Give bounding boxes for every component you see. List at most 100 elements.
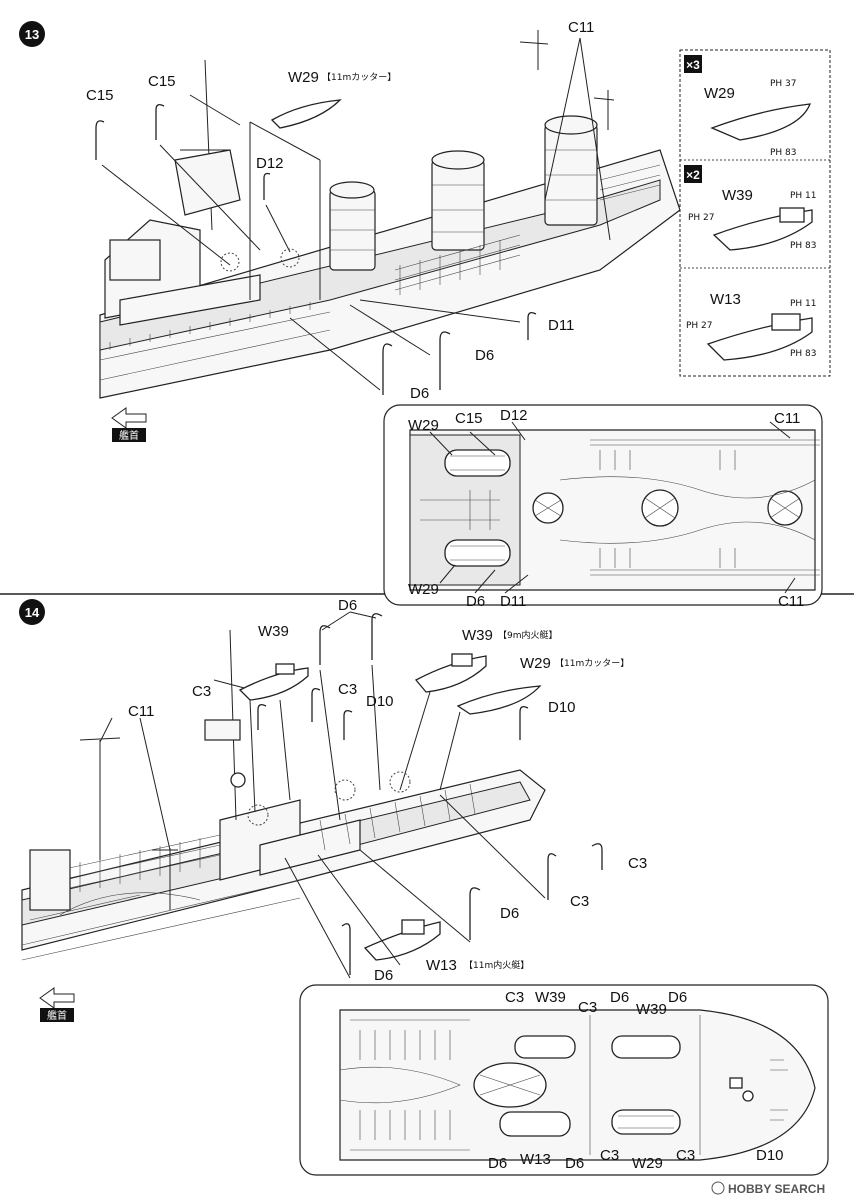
d6-davit-mid (469, 887, 481, 940)
inset-ref-w39-b: PH 27 (688, 213, 715, 223)
c3-davit-d (547, 853, 557, 900)
mult-badge-w39 (684, 165, 702, 183)
label14-w29-note: 【11mカッター】 (555, 658, 629, 669)
c3-davit-c (591, 843, 603, 870)
plan13-d6: D6 (466, 593, 485, 610)
label14-w39-left: W39 (258, 623, 289, 640)
mult-badge-w29 (684, 55, 702, 73)
w29-cutter (270, 99, 342, 129)
label14-c3-a: C3 (192, 683, 211, 700)
label14-d6-mid: D6 (500, 905, 519, 922)
bow-arrow-13-icon (111, 407, 147, 429)
inset-name-w13: W13 (710, 291, 741, 308)
inset-ref-w13-c: PH 83 (790, 349, 817, 359)
inset-ref-w29-a: PH 37 (770, 79, 797, 89)
label-d11: D11 (548, 317, 574, 334)
label-w29: W29 (288, 69, 319, 86)
label-w29-note: 【11mカッター】 (322, 72, 396, 83)
label14-c3-c: C3 (628, 855, 647, 872)
ship-hull-14 (21, 629, 546, 961)
label14-d6-bottom: D6 (374, 967, 393, 984)
label14-w13-note: 【11m内火艇】 (464, 959, 529, 971)
boat-detail-inset: ×3 W29 PH 37 PH 83 ×2 W39 PH 11 PH 27 PH… (679, 49, 831, 377)
plan14-w39-a: W39 (535, 989, 566, 1006)
plan13-d12: D12 (500, 407, 528, 424)
label-d12: D12 (256, 155, 284, 172)
plan13-w29-top: W29 (408, 417, 439, 434)
step-14-number: 14 (25, 605, 40, 620)
plan14-d6-b: D6 (668, 989, 687, 1006)
bow-tag-13 (112, 428, 146, 442)
bow-tag-14 (40, 1008, 74, 1022)
d6-davit-a (382, 343, 393, 395)
label14-w39-note: 【9m内火艇】 (498, 629, 558, 641)
plan14-d6-a: D6 (610, 989, 629, 1006)
plan-view-13 (383, 404, 823, 606)
label14-d10-b: D10 (548, 699, 576, 716)
label-c11: C11 (568, 19, 594, 36)
parts-13 (95, 30, 615, 395)
plan-view-14 (299, 984, 829, 1176)
bow-label-14: 艦首 (47, 1009, 67, 1022)
label14-c3-d: C3 (570, 893, 589, 910)
step-14-badge (19, 599, 45, 625)
plan14-c3-b: C3 (578, 999, 597, 1016)
label-c15-left: C15 (86, 87, 114, 104)
bow-arrow-14-icon (39, 987, 75, 1009)
label14-w29: W29 (520, 655, 551, 672)
funnel-2 (431, 150, 485, 251)
label14-w39-right: W39 (462, 627, 493, 644)
plan13-d11: D11 (500, 593, 526, 610)
inset-name-w39: W39 (722, 187, 753, 204)
label14-c3-b: C3 (338, 681, 357, 698)
step-14: 14 (19, 597, 829, 1176)
d6-davit-top-a (319, 625, 331, 665)
label14-w13: W13 (426, 957, 457, 974)
c15-davit-left (95, 120, 105, 160)
watermark-logo-icon (711, 1181, 725, 1195)
watermark-text: HOBBY SEARCH (728, 1182, 825, 1196)
plan14-d10: D10 (756, 1147, 784, 1164)
d10-part-b (519, 706, 529, 740)
inset-ref-w13-a: PH 11 (790, 299, 817, 309)
watermark: HOBBY SEARCH (711, 1181, 825, 1196)
plan13-c15: C15 (455, 410, 483, 427)
funnel-3 (544, 115, 598, 226)
funnel-1 (329, 181, 376, 271)
inset-name-w29: W29 (704, 85, 735, 102)
d10-part-a (343, 710, 353, 740)
ship-hull-13 (99, 59, 681, 399)
label14-d6-top: D6 (338, 597, 357, 614)
label-c15-right: C15 (148, 73, 176, 90)
plan14-c3-d: C3 (676, 1147, 695, 1164)
w39-boat-left (238, 667, 309, 701)
plan14-w39-b: W39 (636, 1001, 667, 1018)
bow-label-13: 艦首 (119, 429, 139, 442)
c3-davit-b (311, 688, 321, 722)
plan13-w29-bottom: W29 (408, 581, 439, 598)
label-d6-a: D6 (475, 347, 494, 364)
w29-cutter-14 (456, 685, 542, 715)
label-d6-b: D6 (410, 385, 429, 402)
plan14-c3-c: C3 (600, 1147, 619, 1164)
step-13-number: 13 (25, 27, 39, 42)
parts-14 (79, 611, 603, 979)
step-13: 13 (19, 19, 831, 610)
plan14-d6-d: D6 (565, 1155, 584, 1172)
d6-davit-top-b (371, 613, 383, 660)
plan14-w13: W13 (520, 1151, 551, 1168)
plan14-d6-c: D6 (488, 1155, 507, 1172)
mult-w39: ×2 (686, 168, 700, 182)
label14-c11: C11 (128, 703, 154, 720)
plan13-c11-top: C11 (774, 410, 800, 427)
mult-w29: ×3 (686, 58, 700, 72)
inset-ref-w39-c: PH 83 (790, 241, 817, 251)
d12-part (263, 172, 271, 200)
step-13-badge (19, 21, 45, 47)
plan14-c3-a: C3 (505, 989, 524, 1006)
w39-boat-right (414, 655, 487, 693)
inset-w29-boat (710, 103, 811, 141)
label14-d10: D10 (366, 693, 394, 710)
plan13-c11-bottom: C11 (778, 593, 804, 610)
